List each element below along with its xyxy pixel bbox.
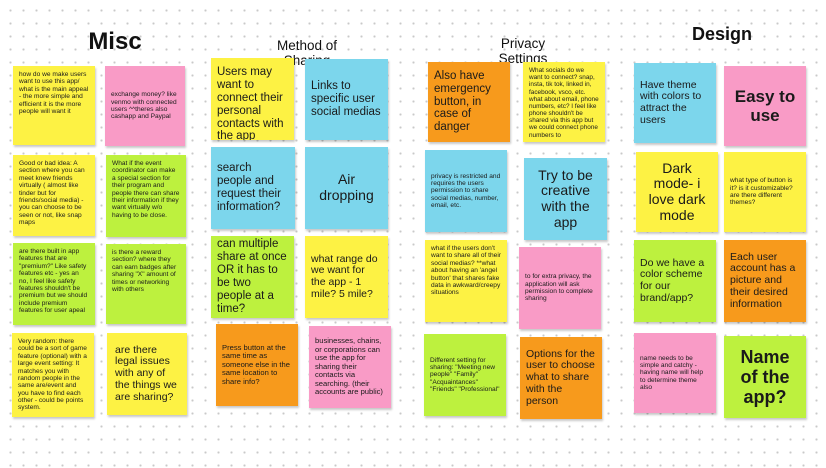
sticky-note[interactable]: Try to be creative with the app [524, 158, 607, 240]
column-title-privacy-settings: Privacy Settings [468, 20, 578, 67]
sticky-note[interactable]: What if the event coordinator can make a… [106, 155, 186, 237]
sticky-note-text: Users may want to connect their personal… [217, 66, 284, 140]
sticky-note-text: Options for the user to choose what to s… [526, 347, 595, 407]
sticky-note[interactable]: Press button at the same time as someone… [216, 324, 298, 406]
sticky-note[interactable]: exchange money? like venmo with connecte… [105, 66, 185, 146]
sticky-note[interactable]: Name of the app? [724, 336, 806, 418]
sticky-note[interactable]: Users may want to connect their personal… [211, 58, 294, 140]
sticky-note[interactable]: search people and request their informat… [211, 147, 295, 229]
sticky-note-text: are there legal issues with any of the t… [115, 343, 177, 403]
sticky-note-text: Air dropping [319, 171, 374, 203]
sticky-note-text: Easy to use [734, 86, 796, 125]
sticky-note[interactable]: Options for the user to choose what to s… [520, 337, 602, 419]
sticky-note-text: Each user account has a picture and thei… [730, 250, 796, 310]
sticky-note[interactable]: Each user account has a picture and thei… [724, 240, 806, 322]
sticky-note[interactable]: privacy is restricted and requires the u… [425, 150, 507, 232]
sticky-note[interactable]: to for extra privacy, the application wi… [519, 247, 601, 329]
column-title-design: Design [672, 24, 772, 45]
sticky-note[interactable]: can multiple share at once OR it has to … [211, 236, 294, 318]
sticky-note-text: name needs to be simple and catchy - hav… [640, 354, 704, 392]
column-title-text: Design [691, 24, 752, 44]
sticky-note-text: what type of button is it? is it customi… [730, 177, 793, 207]
sticky-note-text: Dark mode- i love dark mode [648, 159, 706, 223]
sticky-note-text: privacy is restricted and requires the u… [431, 172, 501, 210]
sticky-note[interactable]: Also have emergency button, in case of d… [428, 62, 510, 142]
sticky-note-text: Do we have a color scheme for our brand/… [640, 256, 705, 304]
sticky-note[interactable]: Dark mode- i love dark mode [636, 152, 718, 232]
sticky-note[interactable]: Easy to use [724, 66, 806, 146]
sticky-note-text: how do we make users want to use this ap… [19, 71, 89, 115]
sticky-note-text: what if the users don't want to share al… [431, 245, 502, 297]
sticky-note[interactable]: Different setting for sharing: "Meeting … [424, 334, 506, 416]
sticky-note[interactable]: what range do we want for the app - 1 mi… [305, 236, 388, 318]
sticky-note[interactable]: how do we make users want to use this ap… [13, 66, 95, 145]
sticky-note-text: what range do we want for the app - 1 mi… [311, 252, 378, 300]
sticky-note[interactable]: businesses, chains, or corporations can … [309, 326, 391, 408]
sticky-note[interactable]: what if the users don't want to share al… [425, 240, 507, 322]
sticky-note-text: are there built in app features that are… [19, 248, 88, 314]
column-title-misc: Misc [70, 28, 160, 56]
sticky-note-text: exchange money? like venmo with connecte… [111, 91, 177, 121]
sticky-note-text: to for extra privacy, the application wi… [525, 273, 593, 303]
sticky-note[interactable]: name needs to be simple and catchy - hav… [634, 333, 716, 413]
sticky-note[interactable]: Air dropping [305, 147, 388, 229]
sticky-note-text: businesses, chains, or corporations can … [315, 336, 383, 397]
sticky-note-text: Name of the app? [740, 346, 790, 408]
sticky-note-text: is there a reward section? where they ca… [112, 249, 177, 293]
sticky-note-text: Different setting for sharing: "Meeting … [430, 356, 500, 394]
sticky-note-text: Also have emergency button, in case of d… [434, 69, 491, 134]
sticky-note-text: Very random: there could be a sort of ga… [18, 338, 87, 412]
sticky-note-text: What if the event coordinator can make a… [112, 160, 180, 219]
sticky-note-text: Try to be creative with the app [538, 166, 593, 230]
sticky-note[interactable]: Good or bad idea: A section where you ca… [13, 155, 95, 236]
sticky-note[interactable]: Have theme with colors to attract the us… [634, 63, 716, 143]
sticky-note[interactable]: what type of button is it? is it customi… [724, 152, 806, 232]
sticky-note[interactable]: Do we have a color scheme for our brand/… [634, 240, 716, 322]
sticky-note-text: Press button at the same time as someone… [222, 342, 290, 386]
sticky-note-text: search people and request their informat… [217, 162, 281, 213]
sticky-note-text: Links to specific user social medias [311, 80, 381, 118]
sticky-note-text: What socials do we want to connect? snap… [529, 67, 599, 139]
sticky-note-text: can multiple share at once OR it has to … [217, 238, 287, 315]
sticky-note[interactable]: are there legal issues with any of the t… [107, 333, 187, 415]
sticky-note-text: Good or bad idea: A section where you ca… [19, 160, 85, 226]
sticky-note[interactable]: are there built in app features that are… [13, 243, 95, 325]
sticky-note-text: Have theme with colors to attract the us… [640, 78, 702, 126]
sticky-note[interactable]: Links to specific user social medias [305, 59, 388, 140]
sticky-note[interactable]: What socials do we want to connect? snap… [523, 62, 605, 142]
sticky-note[interactable]: is there a reward section? where they ca… [106, 244, 186, 324]
column-title-text: Misc [88, 28, 142, 55]
sticky-note[interactable]: Very random: there could be a sort of ga… [12, 333, 94, 417]
